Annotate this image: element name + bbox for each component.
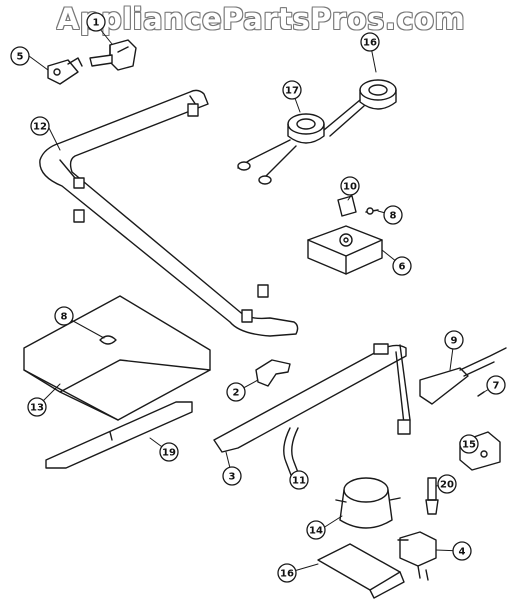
callout-15: 15 bbox=[459, 434, 479, 454]
part-regulator bbox=[335, 477, 401, 529]
callout-5: 5 bbox=[10, 46, 30, 66]
part-gas-valve bbox=[397, 531, 437, 581]
callout-circle bbox=[459, 434, 479, 454]
callout-13: 13 bbox=[27, 397, 47, 417]
callout-10: 10 bbox=[340, 176, 360, 196]
callout-label: 8 bbox=[61, 312, 68, 323]
callout-circle bbox=[437, 474, 457, 494]
callout-circle bbox=[452, 541, 472, 561]
callout-label: 5 bbox=[17, 52, 24, 63]
callout-circle bbox=[226, 382, 246, 402]
callout-8: 8 bbox=[54, 306, 74, 326]
callout-label: 19 bbox=[162, 448, 176, 459]
callout-label: 9 bbox=[451, 336, 458, 347]
callout-14: 14 bbox=[306, 520, 326, 540]
callout-19: 19 bbox=[159, 442, 179, 462]
callout-circle bbox=[54, 306, 74, 326]
callout-circle bbox=[289, 470, 309, 490]
callout-2: 2 bbox=[226, 382, 246, 402]
callout-label: 12 bbox=[33, 122, 47, 133]
callout-circle bbox=[306, 520, 326, 540]
part-igniter-bracket bbox=[47, 39, 137, 85]
callout-circle bbox=[282, 80, 302, 100]
callout-circle bbox=[277, 563, 297, 583]
callout-circle bbox=[340, 176, 360, 196]
part-tube-11 bbox=[283, 427, 305, 489]
callout-label: 15 bbox=[462, 440, 476, 451]
callout-label: 4 bbox=[459, 547, 466, 558]
callout-8: 8 bbox=[383, 205, 403, 225]
callout-6: 6 bbox=[392, 256, 412, 276]
callout-9: 9 bbox=[444, 330, 464, 350]
callout-label: 14 bbox=[309, 526, 323, 537]
part-clip bbox=[255, 359, 291, 387]
callout-label: 6 bbox=[399, 262, 406, 273]
watermark-text: AppliancePartsPros.com bbox=[56, 2, 466, 36]
part-valve-bracket bbox=[307, 195, 383, 275]
callout-4: 4 bbox=[452, 541, 472, 561]
callout-circle bbox=[360, 32, 380, 52]
callout-label: 16 bbox=[363, 38, 377, 49]
part-lower-bracket bbox=[45, 401, 193, 469]
part-top-burners bbox=[237, 79, 397, 185]
callout-circle bbox=[27, 397, 47, 417]
callout-circle bbox=[86, 12, 106, 32]
callout-label: 3 bbox=[229, 472, 236, 483]
callout-label: 8 bbox=[390, 211, 397, 222]
callout-label: 10 bbox=[343, 182, 357, 193]
callout-11: 11 bbox=[289, 470, 309, 490]
callout-circle bbox=[159, 442, 179, 462]
callout-circle bbox=[392, 256, 412, 276]
callout-16: 16 bbox=[277, 563, 297, 583]
callout-label: 20 bbox=[440, 480, 454, 491]
callout-1: 1 bbox=[86, 12, 106, 32]
callout-circle bbox=[222, 466, 242, 486]
callout-label: 11 bbox=[292, 476, 306, 487]
callout-label: 13 bbox=[30, 403, 44, 414]
callout-circle bbox=[10, 46, 30, 66]
callout-label: 17 bbox=[285, 86, 299, 97]
part-valve-20 bbox=[425, 477, 439, 515]
part-burner-tube bbox=[39, 89, 299, 337]
callout-20: 20 bbox=[437, 474, 457, 494]
callout-12: 12 bbox=[30, 116, 50, 136]
callout-17: 17 bbox=[282, 80, 302, 100]
callout-7: 7 bbox=[486, 375, 506, 395]
callout-circle bbox=[383, 205, 403, 225]
part-ignition-module bbox=[419, 347, 507, 405]
part-mount-bracket bbox=[317, 543, 405, 599]
callout-label: 16 bbox=[280, 569, 294, 580]
callout-16: 16 bbox=[360, 32, 380, 52]
callout-circle bbox=[486, 375, 506, 395]
part-manifold-bracket bbox=[213, 343, 411, 453]
callout-3: 3 bbox=[222, 466, 242, 486]
callout-circle bbox=[30, 116, 50, 136]
callout-label: 7 bbox=[493, 381, 500, 392]
callout-circle bbox=[444, 330, 464, 350]
part-heat-shield bbox=[23, 295, 211, 421]
callout-label: 2 bbox=[233, 388, 240, 399]
callout-label: 1 bbox=[93, 18, 100, 29]
